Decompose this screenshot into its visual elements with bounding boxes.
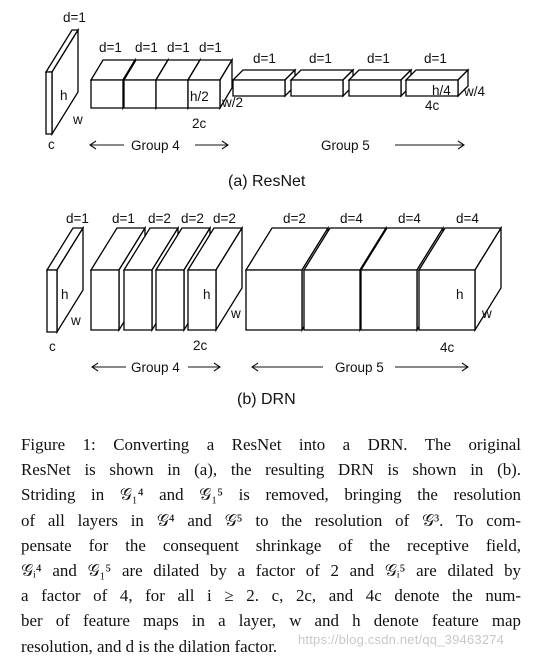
caption-line: ber of feature maps in a layer, w and h … [21, 611, 521, 631]
layer-label-a-5: d=1 [253, 51, 276, 66]
layer-label-b-1: d=1 [112, 211, 135, 226]
dim-4c-b: 4c [440, 340, 455, 355]
layer-label-b-7: d=4 [398, 211, 421, 226]
layer-label-a-0: d=1 [63, 10, 86, 25]
feature-map-a-g5-2 [289, 68, 355, 98]
dim-h4-a: h/4 [432, 83, 451, 98]
caption-line: Striding in 𝒢₁⁴ and 𝒢₁⁵ is removed, brin… [21, 485, 521, 505]
watermark: https://blog.csdn.net/qq_39463274 [298, 632, 505, 647]
group-arrows-b [91, 362, 469, 372]
group-arrows-a [89, 140, 465, 150]
figure-caption: Figure 1: Converting a ResNet into a DRN… [21, 432, 521, 659]
dim-w-b: w [70, 313, 81, 328]
layer-label-a-8: d=1 [424, 51, 447, 66]
layer-label-a-7: d=1 [367, 51, 390, 66]
caption-line: pensate for the consequent shrinkage of … [21, 535, 521, 555]
dim-he-b: h [456, 287, 464, 302]
dim-2c-a: 2c [192, 116, 207, 131]
dim-c-b: c [49, 339, 56, 354]
feature-map-a-g4-4 [186, 57, 234, 111]
feature-map-a-g5-1 [231, 68, 297, 98]
dim-h2-a: h/2 [190, 89, 209, 104]
dim-w4-a: w/4 [463, 84, 486, 99]
panel-b-title: (b) DRN [237, 391, 296, 408]
layer-label-b-2: d=2 [148, 211, 171, 226]
group5-label-b: Group 5 [335, 360, 384, 375]
group4-label-b: Group 4 [131, 360, 180, 375]
layer-label-b-8: d=4 [456, 211, 479, 226]
caption-line: ResNet is shown in (a), the resulting DR… [21, 460, 521, 480]
dim-we-b: w [481, 306, 492, 321]
dim-w-a: w [72, 112, 83, 127]
dim-wb-b: w [230, 306, 241, 321]
dim-h-b: h [61, 287, 69, 302]
layer-label-a-4: d=1 [199, 40, 222, 55]
feature-map-b-g5-4 [417, 225, 503, 333]
group5-label-a: Group 5 [321, 138, 370, 153]
caption-line: of all layers in 𝒢⁴ and 𝒢⁵ to the resolu… [21, 510, 521, 530]
caption-line: a factor of 4, for all i ≥ 2. c, 2c, and… [21, 586, 521, 606]
dim-hb-b: h [203, 287, 211, 302]
feature-map-a-g5-3 [347, 68, 413, 98]
dim-h-a: h [60, 88, 68, 103]
caption-line: 𝒢ᵢ⁴ and 𝒢₁⁵ are dilated by a factor of 2… [21, 560, 521, 580]
dim-w2-a: w/2 [221, 95, 243, 110]
dim-2c-b: 2c [193, 338, 208, 353]
feature-map-b-0 [45, 225, 85, 335]
layer-label-a-2: d=1 [135, 40, 158, 55]
group4-label-a: Group 4 [131, 138, 180, 153]
feature-map-b-g4-4 [186, 225, 244, 333]
panel-a-title: (a) ResNet [228, 173, 306, 190]
feature-map-a-0 [44, 27, 80, 137]
layer-label-a-1: d=1 [99, 40, 122, 55]
layer-label-a-6: d=1 [309, 51, 332, 66]
layer-label-b-5: d=2 [283, 211, 306, 226]
feature-map-a-g5-4 [404, 68, 470, 98]
figure-diagram: d=1 d=1 d=1 d=1 d=1 d=1 d=1 d=1 d=1 h w … [44, 10, 503, 408]
layer-label-b-3: d=2 [181, 211, 204, 226]
caption-line: Figure 1: Converting a ResNet into a DRN… [21, 435, 521, 454]
dim-4c-a: 4c [425, 98, 440, 113]
layer-label-b-4: d=2 [213, 211, 236, 226]
dim-c-a: c [48, 137, 55, 152]
caption-line: resolution, and d is the dilation factor… [21, 636, 278, 656]
layer-label-b-6: d=4 [340, 211, 363, 226]
layer-label-a-3: d=1 [167, 40, 190, 55]
layer-label-b-0: d=1 [66, 211, 89, 226]
